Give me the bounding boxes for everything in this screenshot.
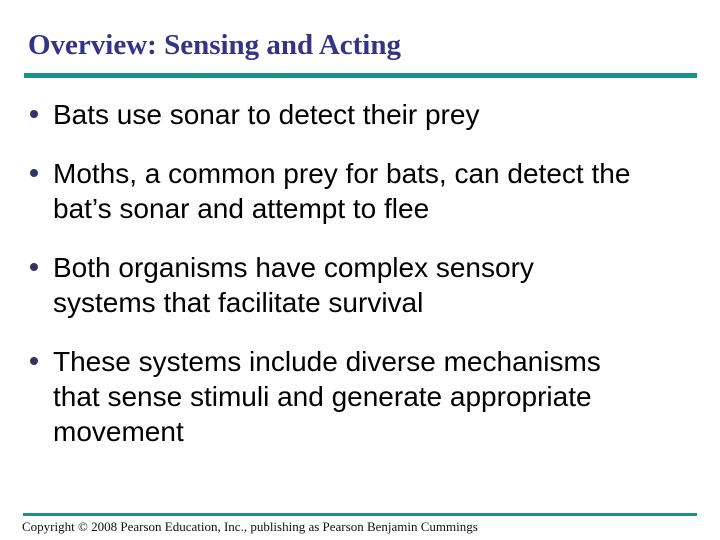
bullet-item: Bats use sonar to detect their prey: [29, 97, 694, 132]
bullet-item: Both organisms have complex sensory syst…: [29, 250, 694, 320]
bullet-dot-icon: [30, 169, 38, 177]
bullet-list: Bats use sonar to detect their prey Moth…: [29, 97, 694, 473]
bullet-item: These systems include diverse mechanisms…: [29, 344, 694, 449]
bullet-text: Moths, a common prey for bats, can detec…: [53, 158, 631, 224]
bullet-dot-icon: [30, 263, 38, 271]
bullet-text: These systems include diverse mechanisms…: [53, 346, 601, 447]
copyright-text: Copyright © 2008 Pearson Education, Inc.…: [22, 519, 478, 534]
bullet-item: Moths, a common prey for bats, can detec…: [29, 156, 694, 226]
footer-divider-rule: [23, 513, 697, 516]
bullet-dot-icon: [30, 357, 38, 365]
slide-title: Overview: Sensing and Acting: [28, 29, 401, 62]
title-divider-rule: [24, 73, 697, 78]
bullet-text: Bats use sonar to detect their prey: [53, 99, 480, 130]
bullet-text: Both organisms have complex sensory syst…: [53, 252, 534, 318]
bullet-dot-icon: [30, 110, 38, 118]
